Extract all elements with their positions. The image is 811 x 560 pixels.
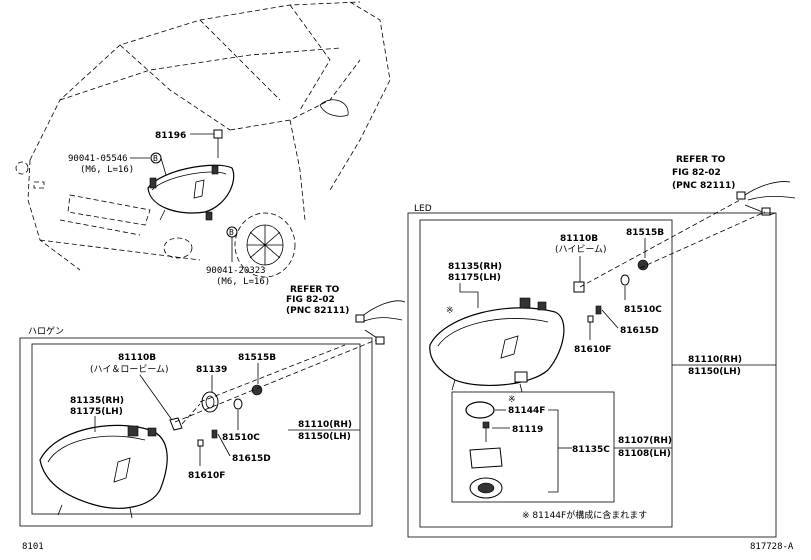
halogen-cap-81139 — [201, 391, 219, 413]
led-label-81107-rh: 81107(RH) — [618, 436, 672, 446]
halogen-socket-81615d — [211, 429, 218, 439]
led-bulb-81515b — [637, 259, 649, 271]
refer-mid-line3: (PNC 82111) — [286, 306, 349, 316]
refer-upper-group: REFER TO FIG 82-02 (PNC 82111) — [672, 155, 796, 216]
led-label-81144f-mark: ※ — [508, 395, 516, 405]
refer-middle-group: REFER TO FIG 82-02 (PNC 82111) — [286, 285, 406, 345]
halogen-outer-frame — [19, 337, 373, 527]
footer-left-code: 8101 — [22, 542, 44, 552]
led-headlamp-assembly — [429, 297, 565, 393]
halogen-section-title: ハロゲン — [28, 325, 64, 337]
led-note-mark: ※ — [446, 306, 454, 316]
bolt-81196 — [190, 129, 223, 158]
halogen-inner-frame — [31, 343, 361, 515]
marker-b-lower-letter: B — [229, 228, 234, 237]
led-label-81150-lh: 81150(LH) — [688, 367, 741, 377]
refer-mid-line1: REFER TO — [290, 285, 340, 295]
label-bolt-upper-spec: (M6, L=16) — [80, 165, 134, 175]
led-screw-81119 — [482, 421, 490, 442]
halogen-label-81139: 81139 — [196, 365, 227, 375]
led-label-81510c: 81510C — [624, 305, 662, 315]
led-ring-81144f — [465, 401, 495, 419]
led-inner-frame — [419, 219, 673, 528]
halogen-label-81610f: 81610F — [188, 471, 225, 481]
halogen-label-81110b: 81110B — [118, 353, 156, 363]
halogen-label-81175-lh: 81175(LH) — [70, 407, 123, 417]
halogen-label-81150-lh: 81150(LH) — [298, 432, 351, 442]
refer-upper-line1: REFER TO — [676, 155, 726, 165]
refer-upper-line3: (PNC 82111) — [672, 181, 735, 191]
led-socket-81615d — [595, 305, 602, 315]
led-label-81110b-desc: (ハイビーム) — [555, 244, 607, 255]
halogen-label-81510c: 81510C — [222, 433, 260, 443]
halogen-label-81615d: 81615D — [232, 454, 271, 464]
led-bulb-81110b — [573, 281, 585, 293]
led-bulb-81610f — [587, 315, 594, 323]
halogen-label-81110b-desc: (ハイ＆ロービーム) — [90, 364, 169, 375]
led-label-81135c: 81135C — [572, 445, 610, 455]
footer-right-code: 817728-A — [750, 542, 794, 552]
led-label-81110-rh: 81110(RH) — [688, 355, 742, 365]
led-label-81175-lh: 81175(LH) — [448, 273, 501, 283]
led-bulb-81510c — [620, 274, 630, 286]
refer-mid-line2: FIG 82-02 — [286, 295, 335, 305]
label-bolt-upper-number: 90041-05546 — [68, 154, 128, 164]
led-label-81108-lh: 81108(LH) — [618, 449, 671, 459]
led-module-unit — [469, 447, 503, 499]
led-label-81119: 81119 — [512, 425, 543, 435]
led-label-81135-rh: 81135(RH) — [448, 262, 502, 272]
led-outer-frame — [407, 212, 777, 538]
refer-upper-line2: FIG 82-02 — [672, 168, 721, 178]
label-bolt-lower-spec: (M6, L=16) — [216, 277, 270, 287]
halogen-label-81110-rh: 81110(RH) — [298, 420, 352, 430]
led-label-81515b: 81515B — [626, 228, 664, 238]
led-label-81615d: 81615D — [620, 326, 659, 336]
led-section-title: LED — [414, 204, 432, 214]
halogen-bulb-81610f — [197, 439, 204, 447]
halogen-label-81135-rh: 81135(RH) — [70, 396, 124, 406]
halogen-headlamp-assembly — [39, 424, 168, 519]
headlamp-on-car — [147, 164, 235, 221]
halogen-label-81515b: 81515B — [238, 353, 276, 363]
label-bolt-lower-number: 90041-20323 — [206, 266, 266, 276]
led-label-81610f: 81610F — [574, 345, 611, 355]
led-label-81144f: 81144F — [508, 406, 545, 416]
halogen-bulb-81510c — [233, 398, 243, 410]
halogen-bulb-81110b — [169, 403, 201, 431]
led-footnote: ※ 81144Fが構成に含まれます — [522, 509, 647, 521]
led-subassembly-frame — [451, 391, 615, 503]
marker-b-upper-letter: B — [153, 154, 158, 163]
led-label-81110b: 81110B — [560, 234, 598, 244]
label-81196: 81196 — [155, 131, 186, 141]
car-outline-illustration — [15, 1, 391, 278]
